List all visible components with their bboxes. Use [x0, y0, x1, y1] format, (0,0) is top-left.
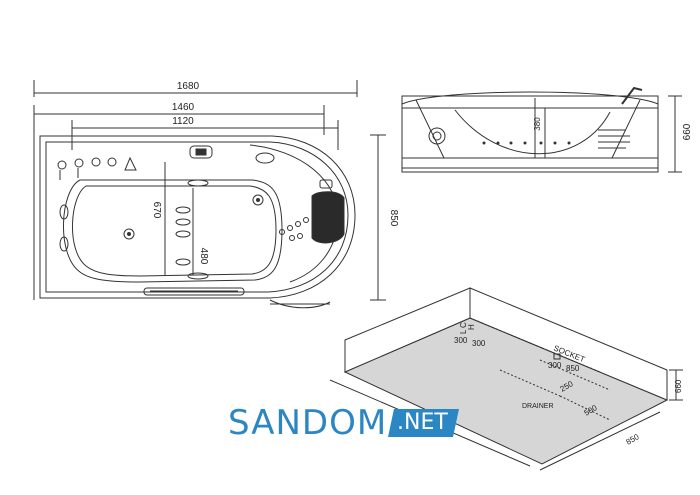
- side-jet: [59, 204, 69, 220]
- tub-rim: [45, 141, 349, 293]
- dim-inner-height: 380: [533, 117, 542, 131]
- dim-height: 660: [682, 123, 693, 140]
- headrest-pillow: [311, 191, 345, 244]
- faucet-knob-icon: [74, 158, 84, 168]
- label-h: H: [467, 324, 476, 330]
- pillow-slot: [187, 179, 209, 187]
- top-view-labels: 1680 1460 1120 850 670 480: [151, 81, 399, 265]
- dotted-guides: [469, 317, 611, 421]
- bottom-jet: [175, 206, 191, 214]
- handrail: [143, 287, 245, 296]
- side-view: [401, 86, 682, 173]
- control-panel: [189, 145, 213, 159]
- body-jet: [123, 228, 135, 240]
- rim-curve: [401, 91, 659, 105]
- label-drainer: DRAINER: [522, 403, 554, 410]
- shower-head-icon: [621, 86, 643, 105]
- dim-width-overall: 1680: [177, 81, 200, 92]
- dim-660: 660: [674, 379, 683, 393]
- dim-width-inner: 1460: [172, 102, 195, 113]
- overflow-slot: [187, 272, 209, 280]
- dim-depth-inner: 480: [198, 248, 209, 265]
- faucet-row: [57, 156, 137, 180]
- label-l: L: [459, 329, 468, 334]
- brand-name: SANDOM: [228, 403, 388, 443]
- brand-suffix-badge: .NET: [388, 409, 459, 437]
- side-jet: [59, 236, 69, 252]
- side-outline: [401, 95, 659, 169]
- tub-basin-inner: [72, 185, 277, 277]
- basin-curve: [454, 109, 611, 155]
- headrest-mount: [319, 179, 333, 189]
- dim-depth-overall: 850: [388, 210, 399, 227]
- dim-socket-850: 850: [566, 364, 580, 373]
- faucet-knob-icon: [107, 157, 117, 167]
- watermark-logo: SANDOM .NET: [228, 403, 459, 443]
- display-icon: [195, 148, 207, 156]
- install-view: [329, 287, 683, 471]
- back-wall: [469, 287, 668, 401]
- tub-basin: [63, 179, 283, 283]
- body-jet: [252, 194, 264, 206]
- spout-icon: [124, 156, 137, 171]
- air-holes: [482, 141, 571, 145]
- dim-300-left: 300: [454, 336, 468, 345]
- brand-suffix: .NET: [397, 410, 448, 435]
- vent-slots: [598, 129, 630, 149]
- top-view: [33, 80, 386, 309]
- dim-socket-300: 300: [548, 361, 562, 370]
- dim-300-right: 300: [472, 339, 486, 348]
- dim-depth-basin: 670: [151, 202, 162, 219]
- bottom-jet: [175, 230, 191, 238]
- side-jet-ring: [428, 127, 446, 145]
- side-view-labels: 660 380: [533, 117, 693, 141]
- label-c: C: [459, 322, 468, 328]
- faucet-knob-icon: [91, 157, 101, 167]
- faucet-knob-icon: [57, 160, 67, 170]
- socket-box: [553, 353, 561, 360]
- bottom-jet: [175, 218, 191, 226]
- bottom-jet: [175, 258, 191, 266]
- tub-outer-outline: [39, 135, 356, 299]
- dim-width-basin: 1120: [172, 116, 194, 127]
- dimension-lines-top: [33, 80, 386, 301]
- dim-850: 850: [625, 432, 642, 447]
- drain-cap: [255, 152, 275, 164]
